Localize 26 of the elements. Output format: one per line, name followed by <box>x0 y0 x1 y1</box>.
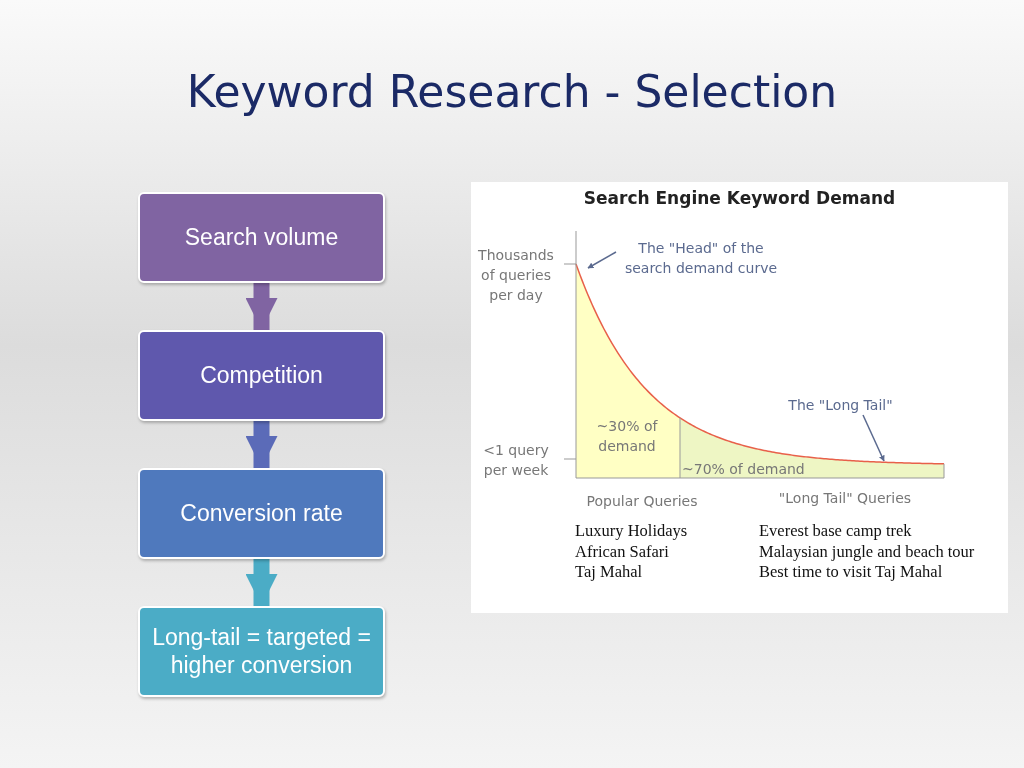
process-box: Competition <box>138 330 385 421</box>
process-box: Long-tail = targeted = higher conversion <box>138 606 385 697</box>
flow-arrow <box>245 421 278 468</box>
axis-label: <1 query per week <box>482 441 550 480</box>
area-label: ~30% of demand <box>595 417 659 456</box>
slide-title: Keyword Research - Selection <box>186 66 838 117</box>
axis-label: Thousands of queries per day <box>477 246 555 305</box>
area-label: ~70% of demand <box>682 460 802 479</box>
process-box: Conversion rate <box>138 468 385 559</box>
leader-line <box>587 251 617 269</box>
example-query: Everest base camp trek <box>759 521 912 541</box>
example-query: Best time to visit Taj Mahal <box>759 562 943 582</box>
flow-arrow <box>245 283 278 330</box>
example-query: Luxury Holidays <box>575 521 688 541</box>
flow-arrow <box>245 559 278 606</box>
axis-label: Popular Queries <box>585 492 699 511</box>
example-query: Malaysian jungle and beach tour <box>759 542 975 562</box>
demand-curve-drawing <box>563 230 945 479</box>
callout-text: The "Head" of the search demand curve <box>616 238 786 280</box>
example-query: Taj Mahal <box>575 562 643 582</box>
chart-title: Search Engine Keyword Demand <box>582 188 897 208</box>
leader-line <box>862 414 885 462</box>
callout-text: The "Long Tail" <box>778 395 903 415</box>
axis-label: "Long Tail" Queries <box>777 489 913 508</box>
example-query: African Safari <box>575 542 669 562</box>
process-box: Search volume <box>138 192 385 283</box>
